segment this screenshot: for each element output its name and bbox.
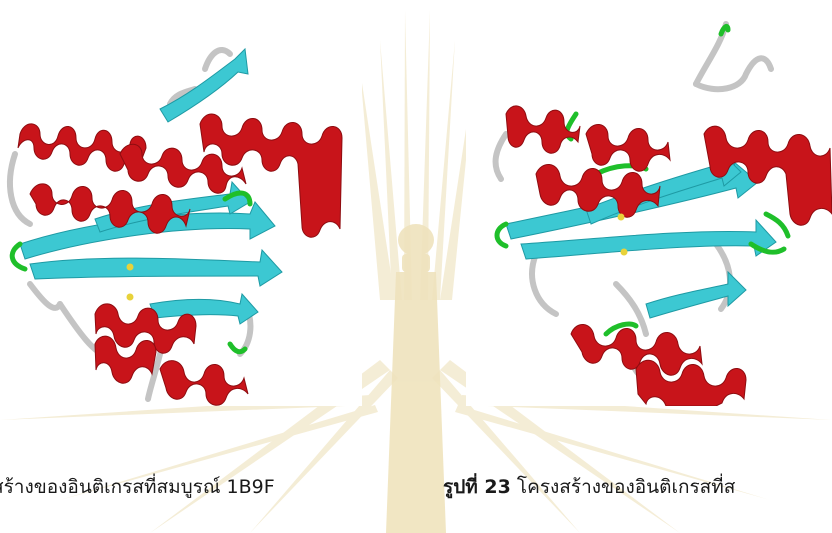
caption-row: สร้างของอินติเกรสที่สมบูรณ์ 1B9F รูปที่ … bbox=[0, 473, 832, 513]
figure-caption-left: สร้างของอินติเกรสที่สมบูรณ์ 1B9F bbox=[0, 473, 275, 501]
protein-ribbon-image-right bbox=[466, 14, 832, 406]
protein-ribbon-image-left bbox=[0, 14, 362, 406]
figure-caption-right: รูปที่ 23 โครงสร้างของอินติเกรสที่ส bbox=[443, 473, 735, 501]
protein-structure-right bbox=[466, 14, 832, 406]
caption-left-text: สร้างของอินติเกรสที่สมบูรณ์ 1B9F bbox=[0, 476, 275, 498]
caption-right-text: โครงสร้างของอินติเกรสที่ส bbox=[511, 476, 736, 498]
caption-right-figure-number: รูปที่ 23 bbox=[443, 476, 511, 498]
protein-structure-1b9f bbox=[0, 14, 362, 406]
